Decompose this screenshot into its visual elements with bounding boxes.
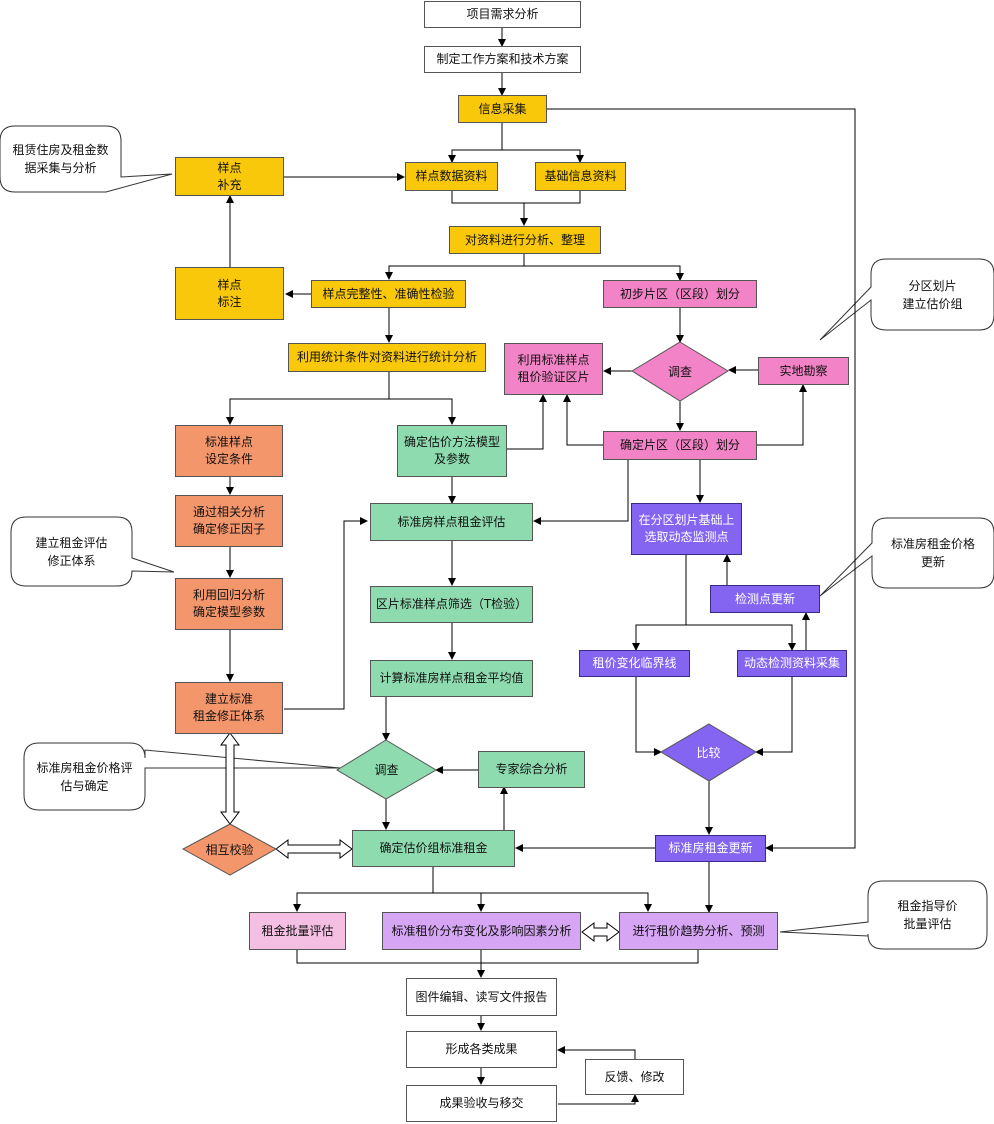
diamond-survey-top	[631, 341, 729, 402]
callout-bubble-price-update	[819, 517, 994, 597]
node-standard-rent-eval: 标准房样点租金评估	[370, 503, 533, 541]
diamond-shapes	[181, 341, 757, 876]
node-threshold: 租价变化临界线	[579, 650, 690, 677]
callout-shapes	[0, 125, 994, 950]
node-work-plan: 制定工作方案和技术方案	[424, 46, 581, 73]
diamond-cross-check-label: 相互校验	[205, 843, 254, 857]
node-monitor-update: 检测点更新	[710, 585, 820, 613]
callout-bubble-zoning	[819, 258, 994, 341]
callout-bubble-rental-data	[0, 125, 173, 193]
node-statistical-analysis: 利用统计条件对资料进行统计分析	[288, 343, 486, 372]
node-regression: 利用回归分析 确定模型参数	[175, 578, 283, 630]
node-correlation-factors: 通过相关分析 确定修正因子	[175, 495, 283, 547]
diamond-compare	[660, 723, 757, 782]
callout-bubble-correction-system	[10, 516, 175, 587]
node-correction-system: 建立标准 租金修正体系	[175, 682, 283, 734]
node-results: 形成各类成果	[406, 1031, 557, 1068]
node-distribution-analysis: 标准租价分布变化及影响因素分析	[382, 912, 581, 950]
callout-price-evaluation: 标准房租金价格评 估与确定	[36, 760, 133, 793]
connector-lines	[226, 28, 856, 1105]
node-method-model: 确定估价方法模型 及参数	[397, 425, 507, 477]
node-info-collection: 信息采集	[458, 95, 547, 123]
node-report: 图件编辑、读写文件报告	[406, 978, 557, 1016]
node-sample-label: 样点 标注	[175, 267, 284, 320]
double-arrow-horizontal	[275, 839, 353, 859]
callout-correction-system: 建立租金评估 修正体系	[35, 535, 108, 568]
node-initial-zoning: 初步片区（区段）划分	[603, 280, 757, 308]
node-standard-rent: 确定估价组标准租金	[352, 830, 515, 867]
diamond-survey-bottom-label: 调查	[374, 763, 399, 777]
node-verify-zones: 利用标准样点 租价验证区片	[504, 343, 603, 395]
node-data-analysis: 对资料进行分析、整理	[449, 226, 601, 254]
node-acceptance: 成果验收与移交	[406, 1085, 557, 1122]
callout-price-update: 标准房租金价格 更新	[890, 537, 975, 569]
node-sample-check: 样点完整性、准确性检验	[311, 280, 466, 308]
node-average-rent: 计算标准房样点租金平均值	[370, 660, 533, 697]
node-batch-eval: 租金批量评估	[249, 912, 346, 950]
node-t-test-filter: 区片标准样点筛选（T检验）	[370, 586, 533, 623]
callout-bubble-guide-price	[779, 880, 988, 950]
node-project-requirement-analysis: 项目需求分析	[424, 1, 581, 28]
callout-guide-price: 租金指导价 批量评估	[897, 899, 958, 931]
node-field-survey: 实地勘察	[758, 357, 849, 385]
double-arrow-horizontal-2	[581, 922, 620, 942]
node-sample-data: 样点数据资料	[405, 162, 498, 191]
callout-zoning: 分区划片 建立估价组	[902, 278, 963, 311]
node-expert-analysis: 专家综合分析	[478, 751, 585, 788]
node-sample-supplement: 样点 补充	[175, 157, 284, 196]
diamond-compare-label: 比较	[696, 746, 721, 760]
node-trend-forecast: 进行租价趋势分析、预测	[619, 912, 778, 950]
node-dynamic-data: 动态检测资料采集	[737, 650, 847, 677]
diamond-survey-bottom	[336, 739, 437, 800]
callout-rental-data: 租赁住房及租金数 据采集与分析	[12, 143, 109, 175]
diamond-survey-top-label: 调查	[667, 365, 692, 379]
node-monitor-points: 在分区划片基础上 选取动态监测点	[631, 503, 742, 555]
double-arrow-vertical	[220, 732, 240, 825]
node-base-info: 基础信息资料	[535, 162, 626, 191]
node-rent-update: 标准房租金更新	[655, 835, 766, 862]
diamond-cross-check	[181, 823, 278, 876]
node-feedback: 反馈、修改	[585, 1059, 684, 1095]
node-final-zoning: 确定片区（区段）划分	[603, 431, 757, 460]
callout-bubble-price-evaluation	[23, 742, 341, 811]
node-standard-sample-conditions: 标准样点 设定条件	[175, 425, 283, 477]
